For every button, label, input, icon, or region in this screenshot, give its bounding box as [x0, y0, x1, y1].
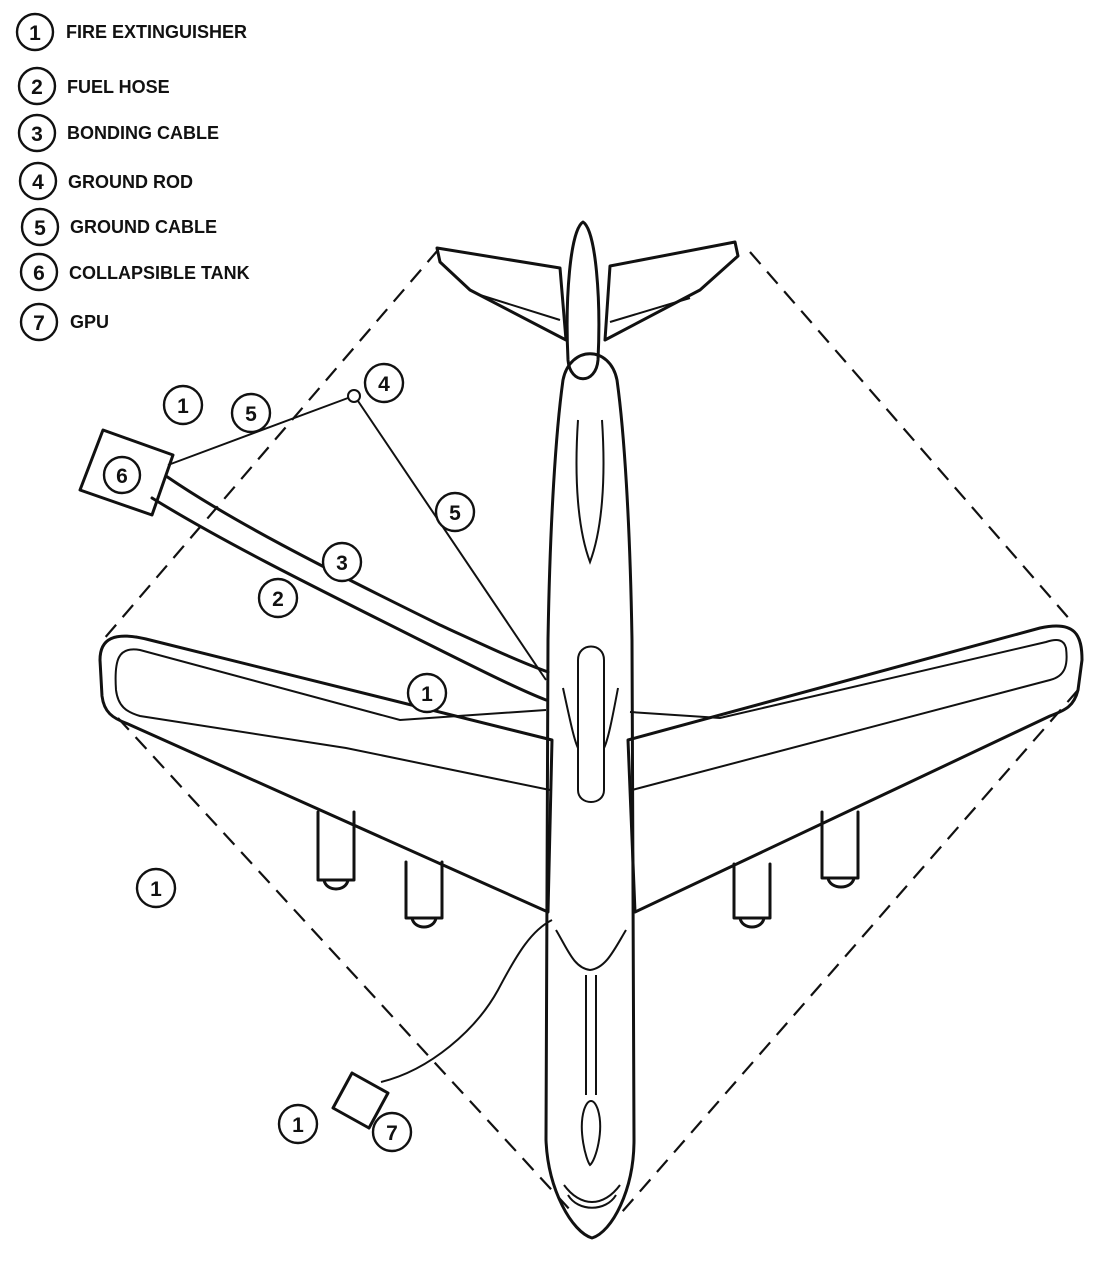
fuselage — [544, 352, 636, 1240]
right-wing — [626, 624, 1084, 914]
svg-text:7: 7 — [386, 1122, 398, 1145]
tail-assembly — [435, 220, 740, 381]
callout-extinguisher-wing: 1 — [406, 672, 448, 714]
legend-label-2: FUEL HOSE — [67, 77, 170, 97]
gpu-cable — [380, 919, 553, 1083]
callout-tank: 6 — [102, 455, 142, 495]
engine-3 — [732, 862, 772, 929]
svg-text:4: 4 — [378, 373, 390, 396]
legend-num-1: 1 — [29, 22, 41, 45]
left-wing — [98, 634, 554, 914]
callout-extinguisher-left: 1 — [135, 867, 177, 909]
legend-item-5: 5 GROUND CABLE — [20, 207, 217, 247]
ground-cable-aircraft — [357, 400, 547, 681]
legend-num-2: 2 — [31, 76, 43, 99]
legend-item-4: 4 GROUND ROD — [18, 161, 193, 201]
safety-perimeter — [102, 249, 1079, 1213]
engine-1 — [316, 810, 356, 891]
legend-num-5: 5 — [34, 217, 46, 240]
gpu-unit — [331, 919, 553, 1130]
legend-item-2: 2 FUEL HOSE — [17, 66, 170, 106]
fuel-hose — [150, 496, 548, 702]
legend-num-6: 6 — [33, 262, 45, 285]
legend-label-7: GPU — [70, 312, 109, 332]
engine-2 — [404, 860, 444, 929]
ground-rod — [347, 389, 361, 403]
legend-item-7: 7 GPU — [19, 302, 109, 342]
fuel-hose-edge — [164, 474, 550, 674]
legend-label-5: GROUND CABLE — [70, 217, 217, 237]
callout-extinguisher-top: 1 — [162, 384, 204, 426]
legend-num-7: 7 — [33, 312, 45, 335]
engine-4 — [820, 810, 860, 889]
legend-label-4: GROUND ROD — [68, 172, 193, 192]
callout-gpu: 7 — [371, 1111, 413, 1153]
legend-label-3: BONDING CABLE — [67, 123, 219, 143]
svg-text:5: 5 — [245, 403, 257, 426]
svg-text:6: 6 — [116, 465, 128, 488]
svg-text:1: 1 — [421, 683, 433, 706]
callout-ground-cable-diag: 5 — [434, 491, 476, 533]
callout-ground-cable-top: 5 — [230, 392, 272, 434]
legend: 1 FIRE EXTINGUISHER 2 FUEL HOSE 3 BONDIN… — [15, 12, 250, 342]
legend-label-6: COLLAPSIBLE TANK — [69, 263, 250, 283]
legend-item-1: 1 FIRE EXTINGUISHER — [15, 12, 247, 52]
callout-extinguisher-gpu: 1 — [277, 1103, 319, 1145]
callout-bonding-cable: 3 — [321, 541, 363, 583]
legend-label-1: FIRE EXTINGUISHER — [66, 22, 247, 42]
svg-text:1: 1 — [177, 395, 189, 418]
callout-ground-rod: 4 — [363, 362, 405, 404]
svg-text:1: 1 — [292, 1114, 304, 1137]
legend-num-4: 4 — [32, 171, 44, 194]
svg-text:3: 3 — [336, 552, 348, 575]
svg-text:5: 5 — [449, 502, 461, 525]
legend-item-3: 3 BONDING CABLE — [17, 113, 219, 153]
engines — [316, 810, 860, 929]
legend-item-6: 6 COLLAPSIBLE TANK — [19, 252, 250, 292]
svg-text:1: 1 — [150, 878, 162, 901]
collapsible-tank — [78, 428, 175, 517]
svg-text:2: 2 — [272, 588, 284, 611]
callout-fuel-hose: 2 — [257, 577, 299, 619]
legend-num-3: 3 — [31, 123, 43, 146]
